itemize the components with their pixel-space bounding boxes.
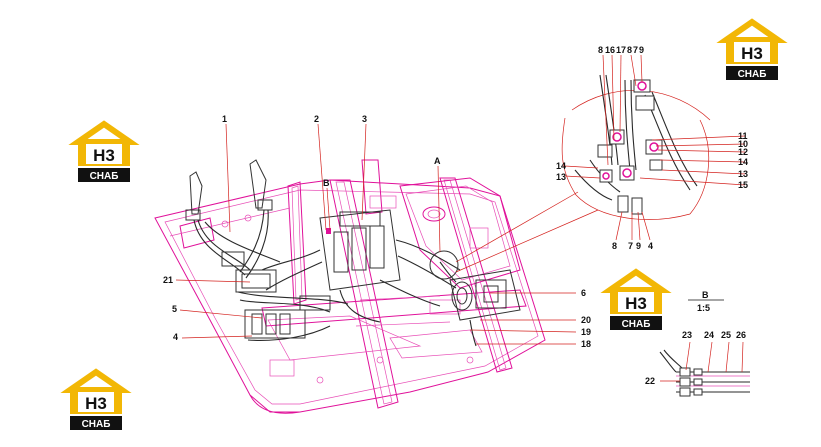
detail-b-callout-23: 23 [682, 330, 692, 340]
detail-b-callout-26: 26 [736, 330, 746, 340]
logo-mark: H3 [85, 394, 107, 413]
detail-callout-bottom-9: 9 [636, 241, 641, 251]
detail-callout-15: 15 [738, 180, 748, 190]
detail-callout-17: 17 [616, 45, 626, 55]
callout-6: 6 [581, 288, 586, 298]
detail-callout-bottom-4: 4 [648, 241, 653, 251]
detail-callout-13-right: 13 [738, 169, 748, 179]
detail-callout-10: 10 [738, 139, 748, 149]
callout-4: 4 [173, 332, 178, 342]
detail-b-label: B [702, 290, 709, 300]
detail-b-callout-24: 24 [704, 330, 714, 340]
detail-callout-7: 7 [633, 45, 638, 55]
detail-callout-bottom-7: 7 [628, 241, 633, 251]
detail-callout-12: 12 [738, 147, 748, 157]
detail-callout-bottom-8: 8 [612, 241, 617, 251]
detail-callout-14-right: 14 [738, 157, 748, 167]
pump-assembly [429, 250, 521, 347]
logo-sub: СНАБ [622, 319, 651, 330]
chassis-frame [154, 159, 546, 414]
logo-mark: H3 [741, 44, 763, 63]
main-leaders [175, 123, 577, 345]
logo-sub: СНАБ [82, 419, 111, 430]
callout-5: 5 [172, 304, 177, 314]
detail-view-a [455, 54, 746, 273]
logo-sub: СНАБ [90, 171, 119, 182]
detail-b-callout-22: 22 [645, 376, 655, 386]
logo-mark: H3 [625, 294, 647, 313]
callout-a: A [434, 156, 441, 166]
logo-watermark: H3 СНАБ [716, 18, 788, 80]
detail-callout-8: 8 [598, 45, 603, 55]
detail-callout-13-left: 13 [556, 172, 566, 182]
callout-labels: 1 2 3 A B 21 5 4 6 20 19 18 8 16 17 8 7 … [163, 45, 748, 386]
callout-2: 2 [314, 114, 319, 124]
detail-callout-16: 16 [605, 45, 615, 55]
callout-19: 19 [581, 327, 591, 337]
logo-watermark: H3 СНАБ [60, 368, 132, 430]
logo-mark: H3 [93, 146, 115, 165]
detail-b-scale: 1:5 [697, 303, 710, 313]
logo-watermark: H3 СНАБ [68, 120, 140, 182]
callout-20: 20 [581, 315, 591, 325]
detail-callout-11: 11 [738, 131, 748, 141]
central-valve-bank [261, 209, 461, 323]
callout-18: 18 [581, 339, 591, 349]
detail-callout-9: 9 [639, 45, 644, 55]
callout-3: 3 [362, 114, 367, 124]
detail-callout-8b: 8 [627, 45, 632, 55]
detail-b-callout-25: 25 [721, 330, 731, 340]
detail-callout-14-left: 14 [556, 161, 566, 171]
callout-1: 1 [222, 114, 227, 124]
logo-watermark: H3 СНАБ [600, 268, 672, 330]
callout-b: B [323, 178, 330, 188]
lower-left-valve-block [237, 291, 349, 341]
logo-sub: СНАБ [738, 69, 767, 80]
joystick-assembly [185, 159, 281, 293]
callout-21: 21 [163, 275, 173, 285]
detail-view-b [659, 299, 750, 397]
